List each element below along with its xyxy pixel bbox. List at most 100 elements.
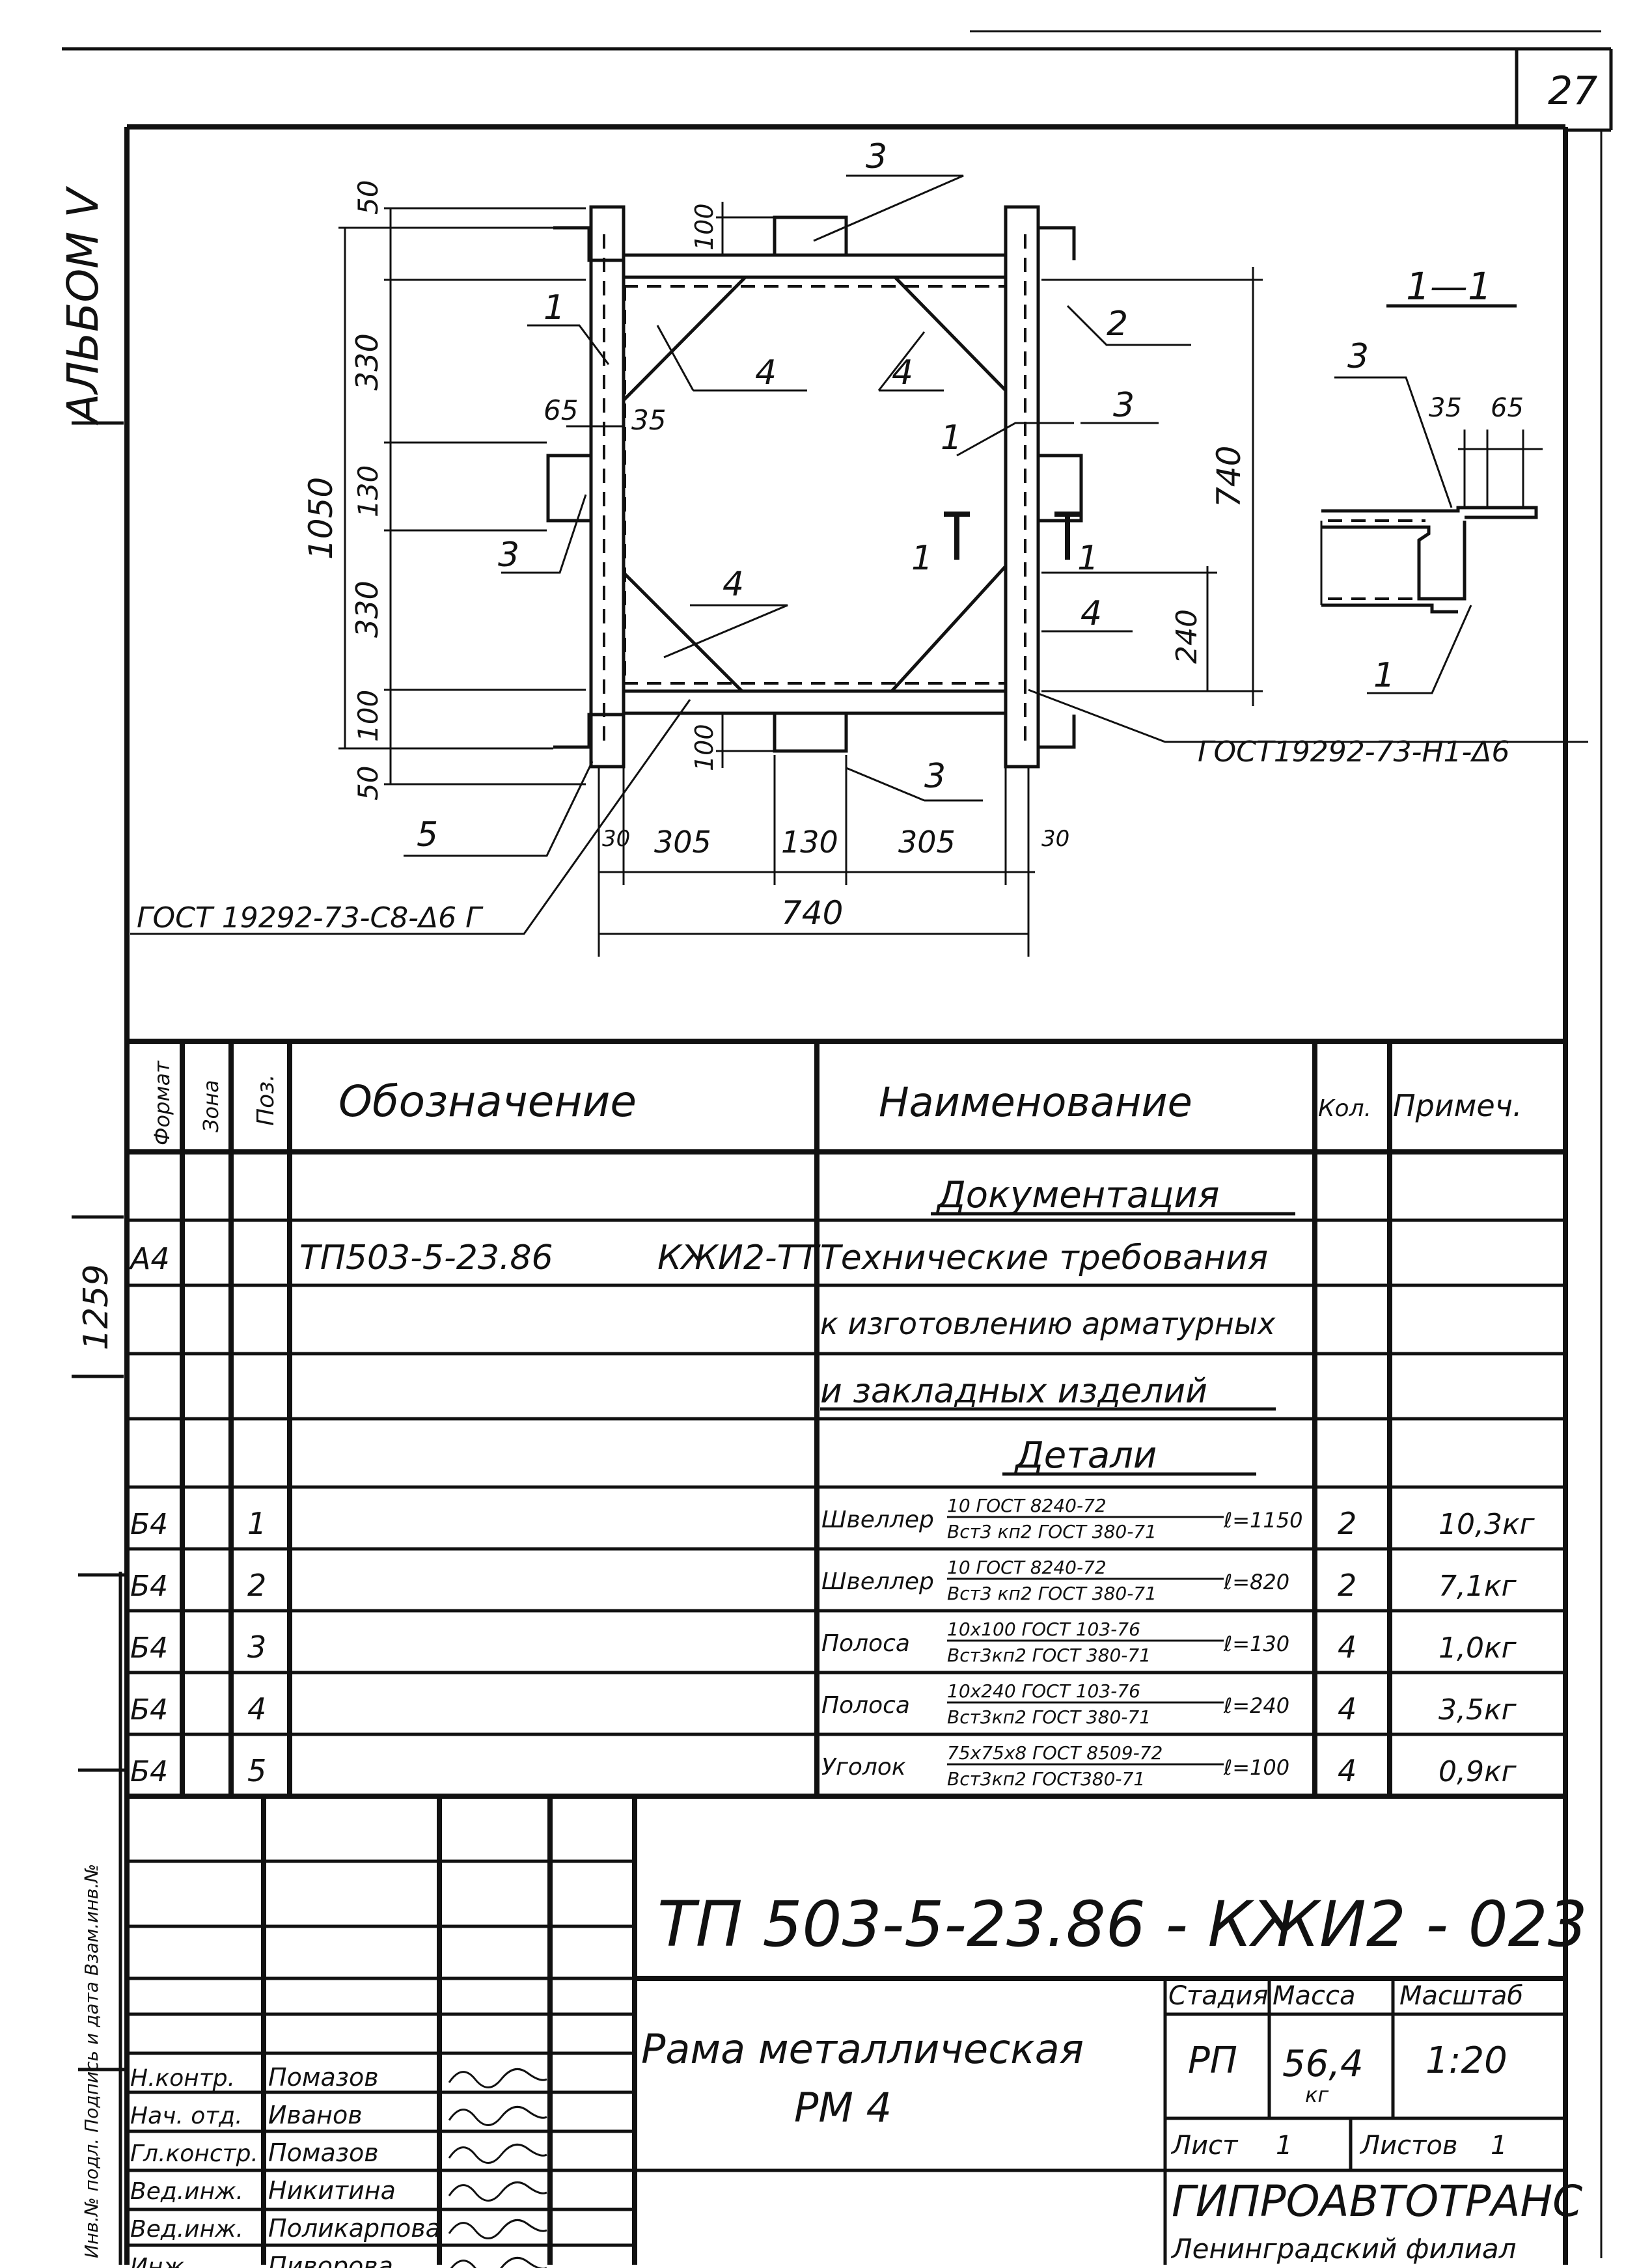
sheet-number: 27	[1548, 68, 1597, 114]
section-1-1-view	[1320, 304, 1543, 694]
scale-value: 1:20	[1425, 2040, 1507, 2082]
row-qty: 2	[1338, 1568, 1356, 1603]
signature-scribble	[448, 2181, 547, 2202]
section-parts: Детали	[1013, 1434, 1157, 1477]
row-pos: 5	[247, 1753, 266, 1788]
row-pos: 1	[247, 1506, 266, 1541]
person-name: Помазов	[268, 2138, 379, 2167]
row-item: Уголок	[821, 1754, 906, 1781]
section-mark-b: 1	[1077, 539, 1099, 578]
row-qty: 4	[1338, 1691, 1356, 1727]
row-std-bot: Вст3кп2 ГОСТ380-71	[947, 1768, 1145, 1790]
row-item: Полоса	[821, 1692, 910, 1719]
hdr-name: Наименование	[879, 1078, 1192, 1126]
person-name: Помазов	[268, 2063, 379, 2092]
pos-4-c: 4	[723, 565, 744, 604]
dim-35-section: 35	[1429, 393, 1462, 423]
row-length: ℓ=100	[1223, 1755, 1289, 1780]
title-block-grid	[127, 1796, 1565, 2265]
pos-2: 2	[1107, 305, 1128, 344]
doc-name-1: Технические требования	[820, 1238, 1268, 1277]
person-role: Инж.	[130, 2254, 191, 2268]
pos-3-bot: 3	[924, 757, 946, 796]
dim-740-v: 740	[1210, 446, 1248, 508]
signature-scribble	[448, 2068, 547, 2088]
row-std-top: 75х75х8 ГОСТ 8509-72	[947, 1742, 1163, 1764]
dimension-texts: 50 330 130 330 100 50 1050 100 65 35 740…	[302, 180, 1248, 932]
pos-3-right: 3	[1113, 386, 1135, 425]
dim-305-l: 305	[654, 825, 711, 860]
person-name: Поликарпова	[268, 2214, 441, 2243]
row-std-bot: Вст3кп2 ГОСТ 380-71	[947, 1706, 1151, 1728]
dim-330-a: 330	[350, 333, 385, 390]
row-qty: 2	[1338, 1506, 1356, 1541]
org-name: ГИПРОАВТОТРАНС	[1172, 2176, 1582, 2226]
dim-330-b: 330	[350, 581, 385, 638]
row-std-top: 10х100 ГОСТ 103-76	[947, 1619, 1140, 1640]
mass-value: 56,4	[1282, 2043, 1364, 2085]
signature-scribble	[448, 2219, 547, 2239]
mass-label: Масса	[1273, 1981, 1356, 2011]
row-note: 3,5кг	[1439, 1693, 1517, 1727]
hdr-designation: Обозначение	[338, 1076, 637, 1127]
row-note: 1,0кг	[1439, 1632, 1517, 1665]
signature-scribble	[450, 2256, 547, 2268]
row-format: Б4	[130, 1755, 168, 1788]
dim-100-top: 100	[690, 203, 719, 251]
row-pos: 3	[247, 1630, 266, 1665]
person-name: Пиворова	[268, 2252, 393, 2268]
row-length: ℓ=240	[1223, 1693, 1289, 1718]
pos-1-a: 1	[544, 288, 565, 327]
dim-30-l: 30	[602, 826, 630, 852]
row-pos: 4	[247, 1691, 266, 1727]
weld-note-right: ГОСТ19292-73-Н1-Δ6	[1198, 735, 1510, 769]
row-length: ℓ=130	[1223, 1632, 1289, 1656]
dim-65: 65	[544, 394, 578, 426]
dim-35: 35	[631, 404, 666, 436]
dim-305-r: 305	[898, 825, 956, 860]
mass-unit: кг	[1305, 2083, 1328, 2107]
position-labels: 1 1 2 3 3 3 3 4 4 4 4 5 1 1	[417, 137, 1135, 854]
spec-table-grid	[127, 1039, 1565, 1799]
pos-5: 5	[417, 815, 438, 854]
person-name: Никитина	[268, 2176, 396, 2205]
person-role: Вед.инж.	[130, 2216, 243, 2243]
sheet-label: Лист	[1170, 2131, 1239, 2161]
row-item: Швеллер	[821, 1568, 934, 1595]
row-item: Швеллер	[821, 1507, 934, 1533]
dim-240: 240	[1170, 609, 1204, 664]
title-line-2: РМ 4	[794, 2084, 892, 2131]
hdr-note: Примеч.	[1393, 1088, 1522, 1123]
doc-format: А4	[128, 1241, 170, 1276]
album-stamp: АЛЬБОМ V	[58, 186, 108, 426]
row-std-bot: Вст3кп2 ГОСТ 380-71	[947, 1645, 1151, 1666]
row-pos: 2	[247, 1568, 266, 1603]
album-number: 1259	[77, 1264, 116, 1350]
dim-50-top: 50	[352, 180, 384, 215]
sheet-frame	[62, 30, 1613, 2265]
left-margin-labels: Инв.№ подл. Подпись и дата Взам.инв.№	[81, 1864, 102, 2258]
doc-designation: ТП503-5-23.86	[299, 1238, 553, 1277]
row-std-top: 10 ГОСТ 8240-72	[947, 1495, 1107, 1516]
signature-scribble	[448, 2143, 547, 2164]
row-qty: 4	[1338, 1753, 1356, 1788]
dim-65-section: 65	[1491, 393, 1524, 423]
pos-1-b: 1	[941, 418, 962, 458]
pos-4-b: 4	[892, 353, 913, 392]
dim-30-r: 30	[1041, 826, 1069, 852]
hdr-zone: Зона	[199, 1080, 223, 1132]
scale-label: Масштаб	[1399, 1981, 1523, 2011]
person-role: Вед.инж.	[130, 2178, 243, 2205]
dim-100-bot: 100	[352, 690, 384, 742]
pos-3-left: 3	[498, 536, 519, 575]
row-note: 0,9кг	[1439, 1755, 1517, 1788]
pos-3-top: 3	[866, 137, 887, 176]
dim-130-h: 130	[781, 825, 838, 860]
row-format: Б4	[130, 1508, 168, 1541]
section-docs: Документация	[935, 1174, 1219, 1216]
dim-50-bot: 50	[352, 766, 384, 800]
row-std-top: 10х240 ГОСТ 103-76	[947, 1680, 1140, 1702]
row-item: Полоса	[821, 1630, 910, 1657]
